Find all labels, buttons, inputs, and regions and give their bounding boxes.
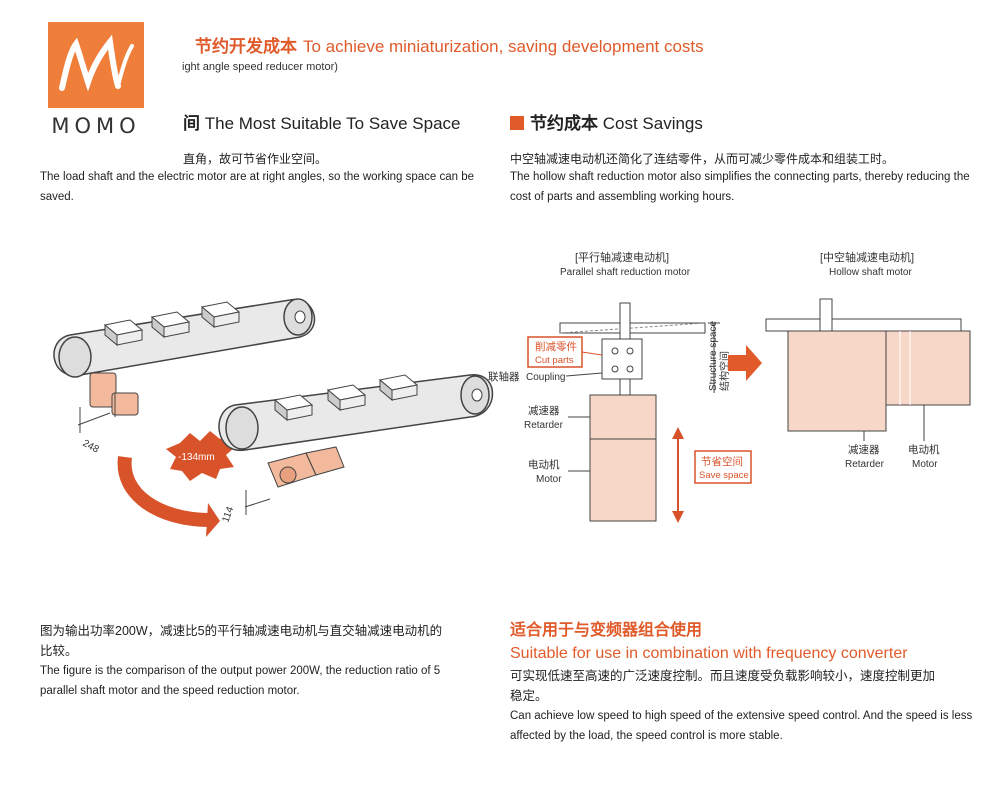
logo-m-glyph [59, 34, 134, 92]
arrow-head-icon [206, 503, 220, 537]
motor-en-left: Motor [536, 474, 562, 485]
freq-en-line1: Can achieve low speed to high speed of t… [510, 710, 973, 722]
curved-arrow-icon [117, 456, 211, 527]
right-desc-cn: 中空轴减速电动机还简化了连结零件，从而可减少零件成本和组装工时。 [510, 152, 895, 166]
retarder-cn-right: 减速器 [848, 444, 880, 456]
left-desc-en: The load shaft and the electric motor ar… [40, 167, 485, 207]
freq-en-line2: affected by the load, the speed control … [510, 730, 783, 742]
cut-parts-cn: 削减零件 [535, 340, 577, 353]
logo-text: MOMO [51, 114, 141, 138]
hollow-motor-label-en: Hollow shaft motor [829, 267, 912, 278]
caption-cn-line1: 图为输出功率200W，减速比5的平行轴减速电动机与直交轴减速电动机的 [40, 624, 443, 638]
coupling-cn: 联轴器 [488, 370, 520, 383]
right-title-cn: 节约成本 [530, 114, 598, 133]
page-header: 节约开发成本 To achieve miniaturization, saving… [195, 32, 704, 57]
parallel-motor-label-en: Parallel shaft reduction motor [560, 267, 691, 278]
left-desc-en-line2: saved. [40, 191, 74, 203]
logo-mark [48, 22, 144, 108]
left-desc-cn: 直角，故可节省作业空间。 [183, 152, 328, 166]
motor-en-right: Motor [912, 459, 938, 470]
dimension-248-label: 248 [81, 438, 101, 456]
save-space-box [694, 450, 752, 484]
structure-space-en: Structure space [708, 321, 719, 391]
reduction-badge-text: -134mm [178, 452, 215, 463]
caption-en-line1: The figure is the comparison of the outp… [40, 665, 441, 677]
structure-space-cn: 结构空间 [718, 351, 731, 391]
right-angle-conveyor [218, 374, 494, 515]
header-subtitle: ight angle speed reducer motor) [182, 61, 338, 73]
coupling-en: Coupling [526, 372, 565, 383]
hollow-assembly [765, 298, 971, 432]
frequency-converter-section: 适合用于与变频器组合使用 Suitable for use in combina… [510, 620, 990, 746]
right-desc-en: The hollow shaft reduction motor also si… [510, 167, 990, 207]
left-title-en: The Most Suitable To Save Space [204, 114, 461, 133]
freq-title-cn: 适合用于与变频器组合使用 [510, 622, 703, 639]
retarder-en-right: Retarder [845, 459, 885, 470]
parallel-shaft-conveyor [53, 298, 316, 433]
comparison-caption: 图为输出功率200W，减速比5的平行轴减速电动机与直交轴减速电动机的 比较。 T… [40, 621, 485, 701]
left-desc-en-line1: The load shaft and the electric motor ar… [40, 171, 475, 183]
left-title-cn: 间 [183, 114, 200, 133]
parallel-motor-label-cn: [平行轴减速电动机] [575, 250, 669, 264]
save-space-cn: 节省空间 [701, 455, 743, 468]
right-desc-en-line1: The hollow shaft reduction motor also si… [510, 171, 970, 183]
motor-cn-left: 电动机 [528, 458, 560, 471]
freq-cn-line2: 稳定。 [510, 689, 548, 703]
right-arrow-icon [728, 345, 762, 381]
brand-logo: MOMO [40, 22, 152, 140]
cut-parts-en: Cut parts [535, 355, 574, 366]
caption-cn-line2: 比较。 [40, 644, 78, 658]
hollow-motor-label-cn: [中空轴减速电动机] [820, 250, 914, 264]
motor-cn-right: 电动机 [908, 443, 940, 456]
caption-en-line2: parallel shaft motor and the speed reduc… [40, 685, 300, 697]
right-desc-en-line2: cost of parts and assembling working hou… [510, 191, 735, 203]
header-title-cn: 节约开发成本 [195, 37, 297, 56]
freq-cn-line1: 可实现低速至高速的广泛速度控制。而且速度受负载影响较小，速度控制更加 [510, 669, 936, 683]
retarder-cn-left: 减速器 [528, 405, 560, 417]
save-space-en: Save space [699, 470, 749, 481]
dimension-114-label: 114 [220, 505, 236, 524]
cut-parts-box [527, 336, 583, 368]
hollow-shaft-comparison-diagram: [平行轴减速电动机] Parallel shaft reduction moto… [488, 250, 971, 523]
right-title-en: Cost Savings [602, 114, 703, 133]
right-section-title: 节约成本 Cost Savings [510, 109, 703, 134]
reduction-badge: -134mm [166, 431, 235, 481]
conveyor-comparison-illustration: 248 -134mm 114 [53, 298, 494, 537]
freq-title-en: Suitable for use in combination with fre… [510, 645, 908, 662]
orange-square-icon [510, 116, 524, 130]
header-title-en: To achieve miniaturization, saving devel… [303, 37, 704, 56]
left-section-title: 间 The Most Suitable To Save Space [183, 109, 461, 134]
retarder-en-left: Retarder [524, 420, 564, 431]
parallel-assembly [559, 302, 720, 523]
